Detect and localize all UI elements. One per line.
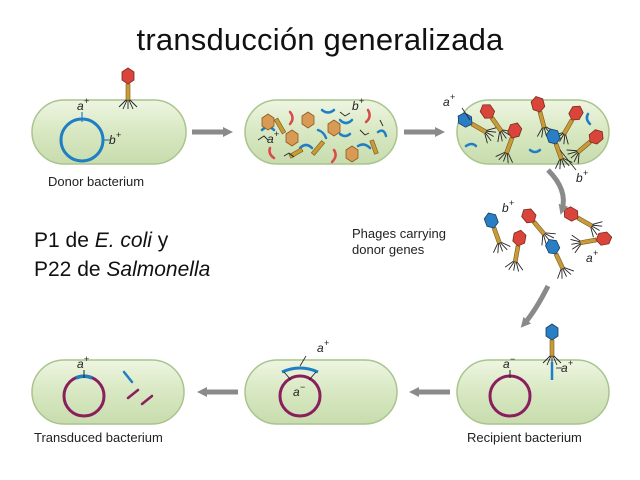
recomb-gene-a-minus-label: a (293, 385, 300, 399)
donor-gene-a-label: a (77, 99, 84, 113)
organism-line-1: P1 de E. coli y (34, 229, 169, 252)
phages-label-line2: donor genes (352, 242, 425, 257)
donor-fragment (281, 366, 319, 374)
process-arrows (192, 127, 569, 397)
lysis-gene-b-label: b (352, 99, 359, 113)
organism-note: P1 de E. coli y P22 de Salmonella (34, 226, 210, 284)
degraded-fragments (122, 370, 154, 406)
transduced-gene-a-sup: + (84, 354, 89, 364)
donor-gene-b-sup: + (116, 130, 121, 140)
recomb-gene-a-plus-label: a (317, 341, 324, 355)
injected-gene-a-label: a (561, 361, 568, 375)
donor-gene-a-sup: + (84, 96, 89, 106)
arrow-burst-to-free (546, 168, 569, 215)
transduced-cell (31, 359, 185, 425)
phage-heads-scattered (261, 111, 359, 163)
recomb-gene-a-minus-sup: − (300, 382, 305, 392)
burst-gene-b-label: b (576, 171, 583, 185)
recomb-gene-a-plus-sup: + (324, 338, 329, 348)
injecting-phage-icon (542, 323, 562, 366)
lysis-gene-a-label: a (267, 132, 274, 146)
burst-gene-a-label: a (443, 95, 450, 109)
free-phages (479, 201, 614, 281)
arrow-free-to-recipient (520, 284, 551, 328)
transduced-gene-a-label: a (77, 357, 84, 371)
recipient-cell (456, 359, 610, 425)
free-gene-a-sup: + (593, 248, 598, 258)
donor-gene-b-label: b (109, 133, 116, 147)
donor-cell (31, 99, 187, 165)
phages-label-line1: Phages carrying (352, 226, 446, 241)
crossover-lines (283, 371, 317, 381)
burst-dna-fragments (464, 112, 592, 154)
recipient-gene-a-label: a (503, 357, 510, 371)
dna-fragments (260, 108, 388, 164)
burst-gene-b-sup: + (583, 168, 588, 178)
recipient-label: Recipient bacterium (467, 430, 582, 445)
recombining-chromosome (278, 374, 322, 418)
donor-label: Donor bacterium (48, 174, 144, 189)
transduced-label: Transduced bacterium (34, 430, 163, 445)
injected-gene-a-sup: + (568, 358, 573, 368)
burst-gene-a-sup: + (450, 92, 455, 102)
lysis-gene-b-sup: + (359, 96, 364, 106)
lysis-gene-a-sup: + (274, 129, 279, 139)
page-title: transducción generalizada (136, 22, 504, 57)
free-gene-a-label: a (586, 251, 593, 265)
organism-line-2: P22 de Salmonella (34, 258, 211, 281)
free-gene-b-label: b (502, 201, 509, 215)
free-gene-b-sup: + (509, 198, 514, 208)
recipient-gene-a-sup: − (510, 354, 515, 364)
tail-fibers-scattered (257, 111, 384, 158)
